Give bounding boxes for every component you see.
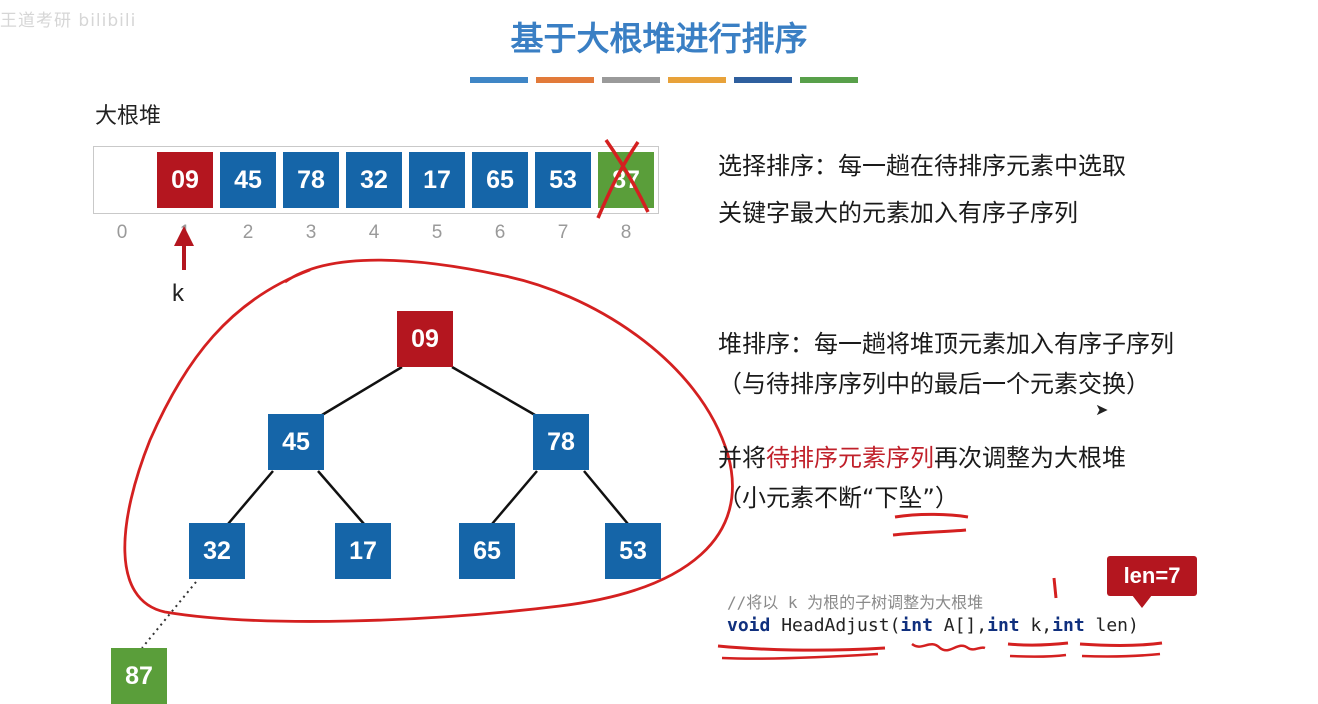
array-cell-3: 78 xyxy=(283,152,339,208)
tree-node-leaf-1: 32 xyxy=(189,523,245,579)
pointer-k-label: k xyxy=(172,280,184,307)
underline-int-k-2 xyxy=(1009,653,1067,658)
array-index-0: 0 xyxy=(116,222,128,243)
sink-line: （小元素不断“下坠”） xyxy=(718,484,959,512)
underline-int-len xyxy=(1079,641,1163,647)
underline-void xyxy=(717,644,886,652)
underline-fall-1 xyxy=(894,512,969,519)
adjust-suffix: 再次调整为大根堆 xyxy=(934,444,1126,472)
selection-sort-line-2: 关键字最大的元素加入有序子序列 xyxy=(718,199,1078,227)
array-frame xyxy=(93,146,659,214)
tree-node-removed: 87 xyxy=(111,648,167,704)
edge-45-32 xyxy=(227,470,274,525)
cross-stroke-1 xyxy=(604,138,650,213)
selection-sort-line-1: 选择排序：每一趟在待排序元素中选取 xyxy=(718,152,1126,180)
stripe-6 xyxy=(800,77,858,83)
array-index-6: 6 xyxy=(494,222,506,243)
code-arg-3: len) xyxy=(1084,615,1139,636)
stripe-4 xyxy=(668,77,726,83)
array-cell-4: 32 xyxy=(346,152,402,208)
stripe-2 xyxy=(536,77,594,83)
array-index-4: 4 xyxy=(368,222,380,243)
edge-09-78 xyxy=(451,365,536,417)
array-index-3: 3 xyxy=(305,222,317,243)
edge-09-45 xyxy=(321,365,403,417)
code-kw-int-3: int xyxy=(1052,615,1085,636)
heap-label: 大根堆 xyxy=(95,104,162,129)
array-cell-1: 09 xyxy=(157,152,213,208)
cross-stroke-2 xyxy=(596,141,640,219)
stripe-5 xyxy=(734,77,792,83)
tree-node-leaf-3: 65 xyxy=(459,523,515,579)
code-signature: void HeadAdjust(int A[],int k,int len) xyxy=(727,615,1139,636)
code-kw-void: void xyxy=(727,615,771,636)
title-stripes xyxy=(470,77,858,83)
edge-78-65 xyxy=(491,470,538,525)
slide-title: 基于大根堆进行排序 xyxy=(510,19,808,58)
tree-node-right: 78 xyxy=(533,414,589,470)
len-callout: len=7 xyxy=(1107,556,1197,596)
array-index-5: 5 xyxy=(431,222,443,243)
tree-node-root: 09 xyxy=(397,311,453,367)
tree-node-leaf-2: 17 xyxy=(335,523,391,579)
code-kw-int-2: int xyxy=(987,615,1020,636)
callout-pointer xyxy=(1132,595,1152,608)
underline-int-len-2 xyxy=(1081,652,1161,658)
edge-45-17 xyxy=(317,470,365,525)
heap-sort-line-1: 堆排序：每一趟将堆顶元素加入有序子序列 xyxy=(718,330,1174,358)
array-cell-7: 53 xyxy=(535,152,591,208)
underline-int-k xyxy=(1007,641,1069,647)
adjust-line: 并将待排序元素序列再次调整为大根堆 xyxy=(718,438,1126,473)
edge-32-87-dotted xyxy=(141,581,197,649)
underline-fall-2 xyxy=(892,528,967,537)
heap-sort-line-2: （与待排序序列中的最后一个元素交换） xyxy=(718,370,1150,398)
underline-int-a xyxy=(911,642,986,652)
tree-node-leaf-4: 53 xyxy=(605,523,661,579)
pointer-arrow-head xyxy=(174,226,194,246)
code-arg-2: k, xyxy=(1019,615,1053,636)
underline-void-2 xyxy=(721,652,879,660)
code-kw-int-1: int xyxy=(900,615,933,636)
edge-78-53 xyxy=(583,470,629,525)
code-comment: //将以 k 为根的子树调整为大根堆 xyxy=(727,593,984,612)
array-index-2: 2 xyxy=(242,222,254,243)
array-cell-5: 17 xyxy=(409,152,465,208)
code-func: HeadAdjust( xyxy=(770,615,901,636)
watermark: 王道考研 bilibili xyxy=(0,11,137,31)
code-arg-1: A[], xyxy=(932,615,988,636)
array-cell-6: 65 xyxy=(472,152,528,208)
adjust-highlight: 待排序元素序列 xyxy=(766,444,934,472)
mouse-cursor-icon: ➤ xyxy=(1095,400,1109,419)
array-cell-2: 45 xyxy=(220,152,276,208)
stripe-1 xyxy=(470,77,528,83)
adjust-prefix: 并将 xyxy=(718,444,766,472)
tree-node-left: 45 xyxy=(268,414,324,470)
array-index-8: 8 xyxy=(620,222,632,243)
heap-outline-annotation xyxy=(123,258,734,623)
array-index-7: 7 xyxy=(557,222,569,243)
stripe-3 xyxy=(602,77,660,83)
tick-mark xyxy=(1052,577,1058,599)
